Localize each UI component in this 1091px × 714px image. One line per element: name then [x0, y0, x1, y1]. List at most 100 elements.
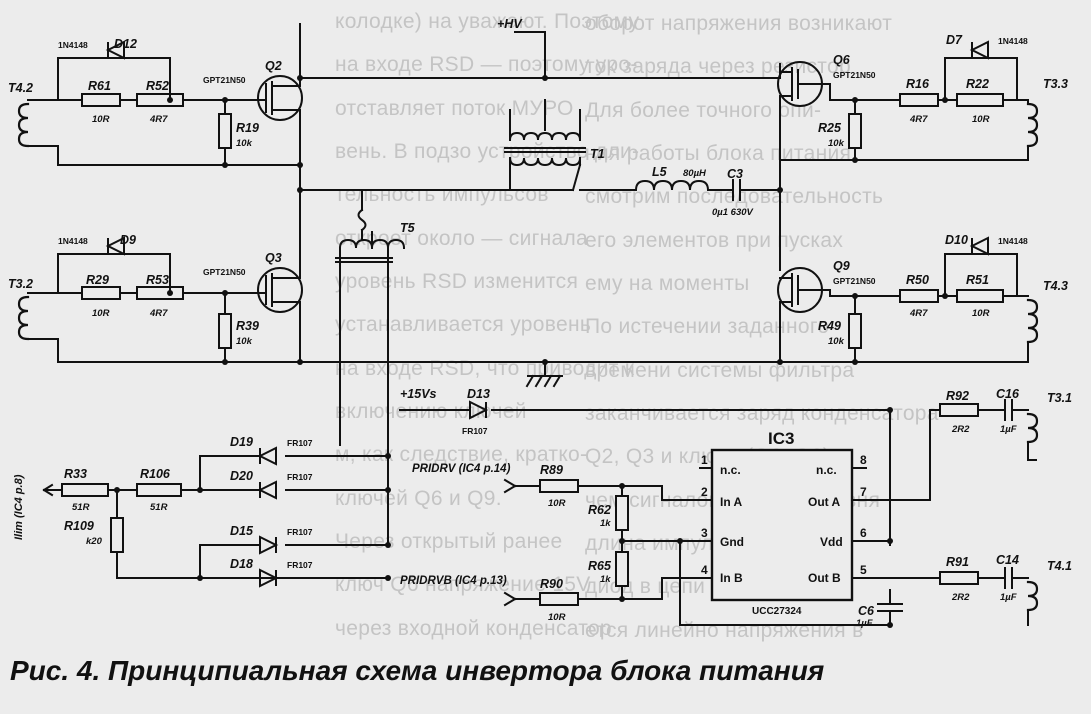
bg-text-right-line: его элементов при пусках: [585, 228, 844, 252]
bg-text-left-line: через входной конденсатор: [335, 616, 612, 640]
r19-value: 10k: [236, 138, 253, 149]
bg-text-left-line: колодке) на уважают. Поэтому: [335, 10, 640, 33]
d20-part: FR107: [287, 472, 313, 482]
r52-value: 4R7: [149, 114, 168, 125]
r50-value: 4R7: [909, 308, 928, 319]
r92-value: 2R2: [951, 424, 970, 435]
ic3-pin4-num: 4: [701, 563, 708, 577]
q3-part: GPT21N50: [203, 267, 246, 277]
r29-label: R29: [86, 273, 109, 287]
r61-label: R61: [88, 79, 111, 93]
r90-value: 10R: [548, 612, 566, 623]
r65-value: 1k: [600, 574, 611, 585]
d9-label: D9: [120, 233, 136, 247]
d15-part: FR107: [287, 527, 313, 537]
r65-label: R65: [588, 559, 612, 573]
r49-value: 10k: [828, 336, 845, 347]
inverter-schematic: +HV +15Vs T4.2 T3.2 T3.3 T4.3 T3.1 T4.1 …: [8, 17, 1072, 629]
r61-value: 10R: [92, 114, 110, 125]
ilim-signal-label: Ilim (IC4 p.8): [13, 474, 25, 540]
d18-label: D18: [230, 557, 253, 571]
r62-label: R62: [588, 503, 611, 517]
ic3-pin5-num: 5: [860, 563, 867, 577]
bg-text-right-line: оборот напряжения возникают: [585, 12, 893, 35]
connector-t32: T3.2: [8, 277, 33, 291]
bg-text-left-line: м, как следствие, кратко-: [335, 443, 588, 467]
bg-text-right-line: заканчивается заряд конденсатора: [585, 402, 939, 425]
connector-t33: T3.3: [1043, 77, 1068, 91]
ic3-pin1-name: n.c.: [720, 463, 741, 477]
bg-text-right-line: времени системы фильтра: [585, 358, 855, 382]
r92-label: R92: [946, 389, 969, 403]
d7-part: 1N4148: [998, 36, 1028, 46]
c6-label: C6: [858, 604, 875, 618]
ic3-pin3-num: 3: [701, 526, 708, 540]
r39-value: 10k: [236, 336, 253, 347]
q9-label: Q9: [833, 259, 850, 273]
r16-label: R16: [906, 77, 930, 91]
d12-part: 1N4148: [58, 40, 88, 50]
bg-text-left-line: вень. В подзо устройство дли-: [335, 140, 640, 163]
r39-label: R39: [236, 319, 259, 333]
r25-label: R25: [818, 121, 842, 135]
l5-value: 80µH: [683, 168, 707, 179]
r22-value: 10R: [972, 114, 990, 125]
r19-label: R19: [236, 121, 259, 135]
r29-value: 10R: [92, 308, 110, 319]
d7-label: D7: [946, 33, 963, 47]
ic3-pin6-name: Vdd: [820, 535, 843, 549]
r53-label: R53: [146, 273, 169, 287]
r89-value: 10R: [548, 498, 566, 509]
q3-label: Q3: [265, 251, 282, 265]
d18-part: FR107: [287, 560, 313, 570]
bg-text-left-line: отставляет поток МУРО: [335, 96, 574, 120]
bg-text-left-line: Через открытый ранее: [335, 530, 563, 553]
ic3-label: IC3: [768, 429, 794, 448]
r33-value: 51R: [72, 502, 90, 513]
ic3-pin1-num: 1: [701, 453, 708, 467]
r106-label: R106: [140, 467, 171, 481]
bg-text-right-line: ему на моменты: [585, 272, 750, 295]
d13-part: FR107: [462, 426, 488, 436]
r90-label: R90: [540, 577, 563, 591]
d15-label: D15: [230, 524, 254, 538]
c6-value: 1µF: [856, 618, 873, 629]
r33-label: R33: [64, 467, 87, 481]
transformer-t1-label: T1: [590, 147, 605, 161]
r51-value: 10R: [972, 308, 990, 319]
bg-text-right-line: По истечении заданного: [585, 315, 830, 339]
ic3-pin6-num: 6: [860, 526, 867, 540]
d19-label: D19: [230, 435, 253, 449]
ic3-pin3-name: Gnd: [720, 535, 744, 549]
d20-label: D20: [230, 469, 253, 483]
r109-value: k20: [86, 536, 103, 547]
c14-value: 1µF: [1000, 592, 1017, 603]
bg-text-left-line: на входе RSD — поэтому уро-: [335, 53, 638, 77]
r52-label: R52: [146, 79, 169, 93]
c16-label: C16: [996, 387, 1020, 401]
ic3-pin7-name: Out A: [808, 495, 841, 509]
r89-label: R89: [540, 463, 563, 477]
q2-part: GPT21N50: [203, 75, 246, 85]
connector-t41: T4.1: [1047, 559, 1072, 573]
connector-t31: T3.1: [1047, 391, 1072, 405]
q6-label: Q6: [833, 53, 851, 67]
c16-value: 1µF: [1000, 424, 1017, 435]
r91-label: R91: [946, 555, 969, 569]
connector-t43: T4.3: [1043, 279, 1068, 293]
ic3-pin7-num: 7: [860, 485, 867, 499]
transformer-t5-label: T5: [400, 221, 416, 235]
q9-part: GPT21N50: [833, 276, 876, 286]
ic3-pin2-num: 2: [701, 485, 708, 499]
d12-label: D12: [114, 37, 137, 51]
r51-label: R51: [966, 273, 989, 287]
ic3-pin4-name: In B: [720, 571, 743, 585]
bg-text-left-line: откроет около — сигнала: [335, 226, 588, 250]
c3-value: 0µ1 630V: [712, 207, 754, 218]
c3-label: C3: [727, 167, 743, 181]
r109-label: R109: [64, 519, 94, 533]
connector-t42: T4.2: [8, 81, 33, 95]
v15-net-label: +15Vs: [400, 387, 437, 401]
r91-value: 2R2: [951, 592, 970, 603]
d9-part: 1N4148: [58, 236, 88, 246]
